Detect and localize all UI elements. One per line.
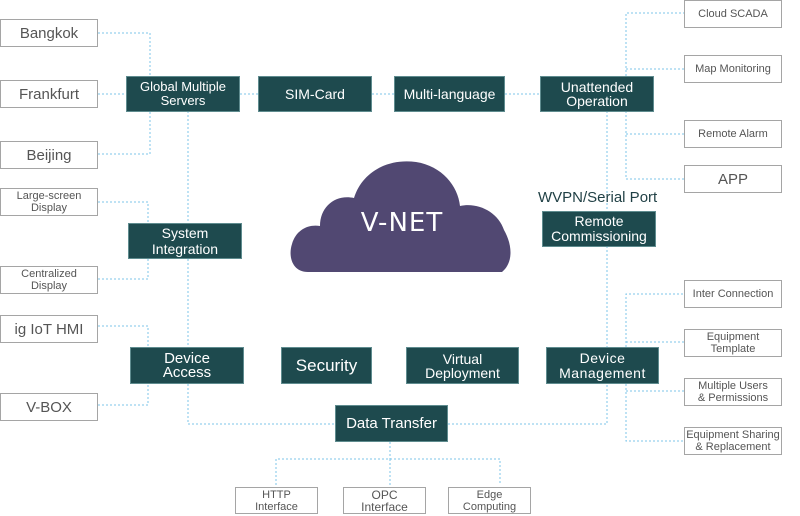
- server-item[interactable]: Bangkok: [0, 19, 98, 47]
- system-integration-item[interactable]: Centralized Display: [0, 266, 98, 294]
- unattended-item[interactable]: Map Monitoring: [684, 55, 782, 83]
- device-access-item[interactable]: V-BOX: [0, 393, 98, 421]
- node-global-servers[interactable]: Global Multiple Servers: [126, 76, 240, 112]
- system-integration-item[interactable]: Large-screen Display: [0, 188, 98, 216]
- node-unattended-operation[interactable]: Unattended Operation: [540, 76, 654, 112]
- node-data-transfer[interactable]: Data Transfer: [335, 405, 448, 442]
- node-multi-language[interactable]: Multi-language: [394, 76, 505, 112]
- device-management-item[interactable]: Equipment Sharing & Replacement: [684, 427, 782, 455]
- server-item[interactable]: Frankfurt: [0, 80, 98, 108]
- unattended-item[interactable]: APP: [684, 165, 782, 193]
- device-management-item[interactable]: Inter Connection: [684, 280, 782, 308]
- device-management-item[interactable]: Equipment Template: [684, 329, 782, 357]
- node-virtual-deployment[interactable]: Virtual Deployment: [406, 347, 519, 384]
- center-title: V-NET: [360, 208, 444, 238]
- unattended-item[interactable]: Cloud SCADA: [684, 0, 782, 28]
- data-transfer-item[interactable]: HTTP Interface: [235, 487, 318, 514]
- server-item[interactable]: Beijing: [0, 141, 98, 169]
- cloud-icon: [290, 161, 511, 272]
- node-device-access[interactable]: Device Access: [130, 347, 244, 384]
- node-system-integration[interactable]: System Integration: [128, 223, 242, 259]
- node-security[interactable]: Security: [281, 347, 372, 384]
- node-device-management[interactable]: Device Management: [546, 347, 659, 384]
- remote-commissioning-caption: WVPN/Serial Port: [538, 189, 658, 206]
- device-management-item[interactable]: Multiple Users & Permissions: [684, 378, 782, 406]
- node-sim-card[interactable]: SIM-Card: [258, 76, 372, 112]
- node-remote-commissioning[interactable]: Remote Commissioning: [542, 211, 656, 247]
- unattended-item[interactable]: Remote Alarm: [684, 120, 782, 148]
- data-transfer-item[interactable]: Edge Computing: [448, 487, 531, 514]
- data-transfer-item[interactable]: OPC Interface: [343, 487, 426, 514]
- device-access-item[interactable]: ig IoT HMI: [0, 315, 98, 343]
